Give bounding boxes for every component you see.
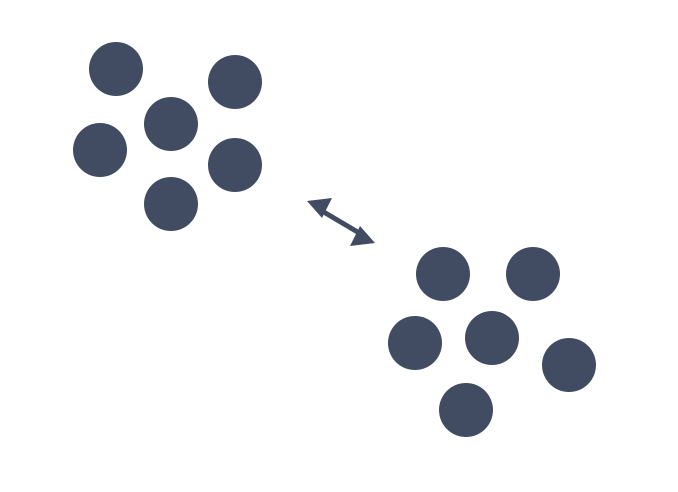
dot [465,311,519,365]
dot [506,247,560,301]
dot [89,42,143,96]
dot [439,383,493,437]
dot [208,55,262,109]
dot-group-left [73,42,262,231]
dot-group-right [388,247,596,437]
dot [73,123,127,177]
double-headed-arrow-icon [307,198,375,246]
dot [144,97,198,151]
dot [416,247,470,301]
dot [144,177,198,231]
dot [388,316,442,370]
dot [542,338,596,392]
dot [208,138,262,192]
